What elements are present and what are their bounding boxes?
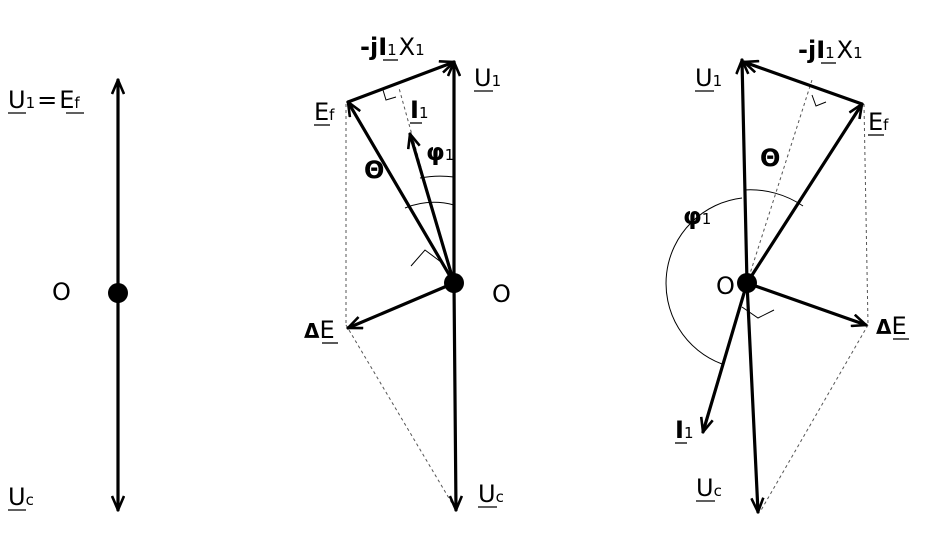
u1-label: U1 bbox=[695, 64, 722, 92]
aux-line-projection bbox=[746, 79, 813, 284]
origin-point bbox=[108, 283, 128, 303]
jix-label: -jI1X1 bbox=[798, 36, 863, 64]
origin-label: O bbox=[52, 278, 71, 306]
uc-label: Uc bbox=[478, 480, 504, 508]
phasor-diagram-generator: -jI1X1 U1 I1 Ef φ1 Θ O ΔE Uc bbox=[304, 33, 511, 512]
phi-label: φ1 bbox=[426, 138, 454, 166]
u1-label: U1 bbox=[474, 64, 501, 92]
u1-equals-ef-label: U1=Ef bbox=[8, 86, 80, 114]
origin-point bbox=[444, 273, 464, 293]
phi-arc bbox=[419, 175, 455, 179]
ef-label: Ef bbox=[314, 98, 335, 126]
i1-label: I1 bbox=[675, 416, 693, 444]
right-angle-marker-current bbox=[410, 249, 442, 267]
jix-vector bbox=[346, 62, 454, 104]
aux-line-right bbox=[863, 103, 869, 326]
aux-line-bottom bbox=[345, 324, 457, 511]
delta-e-vector bbox=[348, 281, 456, 330]
theta-label: Θ bbox=[760, 144, 780, 172]
phi-arc bbox=[665, 197, 743, 365]
uc-vector bbox=[454, 281, 456, 512]
aux-line-projection bbox=[398, 87, 454, 284]
origin-point bbox=[737, 273, 757, 293]
uc-vector bbox=[745, 281, 758, 514]
u1-vector bbox=[742, 58, 747, 285]
i1-label: I1 bbox=[410, 96, 428, 124]
i1-vector bbox=[703, 281, 749, 432]
origin-label: O bbox=[716, 272, 735, 300]
phi-label: φ1 bbox=[683, 202, 711, 230]
right-angle-marker-top bbox=[382, 89, 397, 101]
right-angle-marker-top bbox=[811, 94, 827, 107]
delta-e-label: ΔE bbox=[304, 316, 335, 344]
phasor-diagram-motor: -jI1X1 U1 Ef Θ φ1 O ΔE I1 Uc bbox=[665, 36, 909, 514]
theta-arc bbox=[743, 189, 804, 207]
phasor-diagram-no-load: U1=Ef O Uc bbox=[8, 78, 128, 512]
ef-label: Ef bbox=[868, 108, 889, 136]
i1-vector bbox=[410, 134, 456, 285]
theta-label: Θ bbox=[364, 156, 384, 184]
origin-label: O bbox=[492, 280, 511, 308]
delta-e-vector bbox=[745, 281, 866, 325]
uc-label: Uc bbox=[8, 483, 34, 511]
ef-vector bbox=[348, 102, 456, 285]
aux-line-bottom bbox=[759, 324, 869, 513]
uc-label: Uc bbox=[696, 474, 722, 502]
jix-vector bbox=[744, 62, 864, 106]
delta-e-label: ΔE bbox=[876, 312, 907, 340]
jix-label: -jI1X1 bbox=[360, 33, 425, 61]
ef-vector bbox=[745, 104, 862, 285]
